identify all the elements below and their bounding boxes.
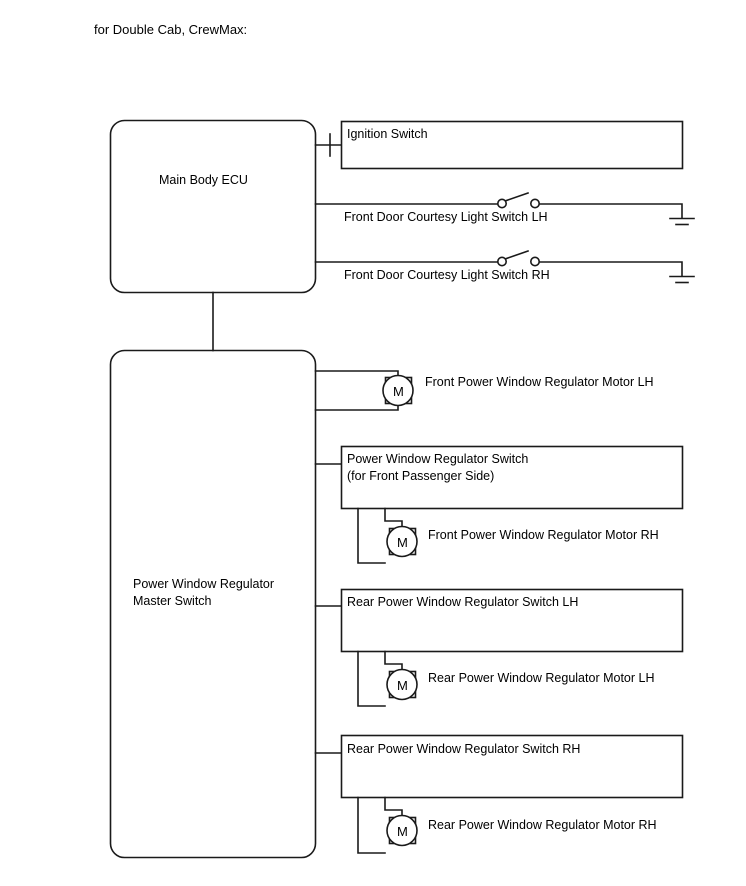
wire-rear-lh-to-motor-outer [357,650,386,707]
courtesy-lh-switch-contact-right [529,198,540,209]
rear-switch-rh-box [340,734,684,799]
ignition-switch-box [340,120,684,170]
front-door-courtesy-light-switch-rh-label: Front Door Courtesy Light Switch RH [344,268,550,282]
wire-courtesy-lh-right [538,203,683,219]
motor-rrh-glyph: M [397,824,408,839]
wire-courtesy-rh-right [538,261,683,277]
wire-rear-rh-to-motor-inner [384,796,403,819]
master-switch-label-line2: Master Switch [133,594,212,608]
front-power-window-regulator-motor-rh-label: Front Power Window Regulator Motor RH [428,528,659,542]
rear-switch-lh-label: Rear Power Window Regulator Switch LH [347,595,579,609]
motor-flh-body [382,374,414,407]
front-power-window-regulator-motor-lh-label: Front Power Window Regulator Motor LH [425,375,654,389]
courtesy-rh-switch-lever [503,249,530,261]
motor-frh-glyph: M [397,535,408,550]
front-passenger-switch-label-line1: Power Window Regulator Switch [347,452,529,466]
courtesy-rh-switch-contact-left [496,256,507,267]
ignition-switch-label: Ignition Switch [347,127,428,141]
rear-power-window-regulator-motor-lh-label: Rear Power Window Regulator Motor LH [428,671,655,685]
rear-switch-rh-label: Rear Power Window Regulator Switch RH [347,742,581,756]
motor-flh-glyph: M [393,384,404,399]
motor-frh-body [386,525,418,558]
front-door-courtesy-light-switch-lh-label: Front Door Courtesy Light Switch LH [344,210,548,224]
wire-fp-switch-to-motor-frh-inner [384,507,403,530]
wire-fp-switch-to-motor-frh-outer [357,507,386,564]
main-body-ecu-box [109,119,317,294]
motor-rrh-body [386,814,418,847]
rear-power-window-regulator-motor-rh-label: Rear Power Window Regulator Motor RH [428,818,657,832]
courtesy-lh-switch-lever [503,191,530,203]
rear-switch-lh-box [340,588,684,653]
courtesy-lh-switch-contact-left [496,198,507,209]
page-caption: for Double Cab, CrewMax: [94,22,248,37]
wire-rear-rh-to-motor-outer [357,796,386,854]
wire-rear-lh-to-motor-inner [384,650,403,673]
motor-rlh-body [386,668,418,701]
front-passenger-switch-box [340,445,684,510]
main-body-ecu-label: Main Body ECU [159,173,248,187]
motor-rlh-glyph: M [397,678,408,693]
front-passenger-switch-label-line2: (for Front Passenger Side) [347,469,495,483]
courtesy-rh-switch-contact-right [529,256,540,267]
master-switch-label-line1: Power Window Regulator [133,577,275,591]
